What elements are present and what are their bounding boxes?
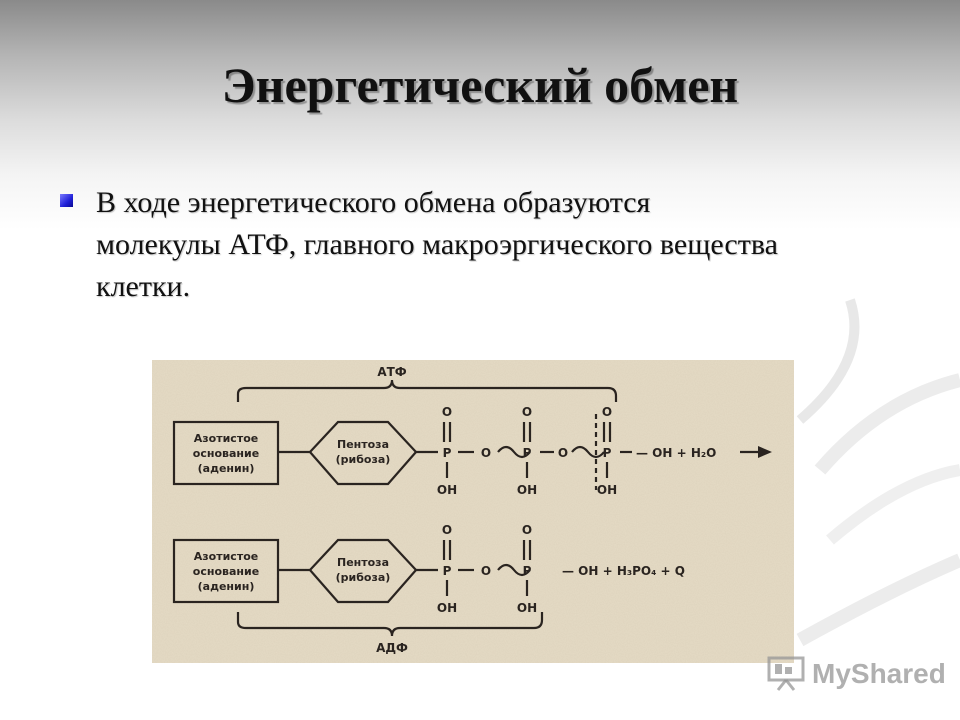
oxygen-label: O <box>522 405 532 419</box>
oxygen-label: O <box>442 405 452 419</box>
slide-title: Энергетический обмен <box>221 57 739 113</box>
sugar-line-1: Пентоза <box>337 556 389 569</box>
base-line-1: Азотистое <box>194 550 258 563</box>
oxygen-label: O <box>522 523 532 537</box>
reaction-tail-adp: — OH + H₃PO₄ + Q <box>562 564 685 578</box>
hydroxyl-label: OH <box>437 601 457 615</box>
adp-brace <box>236 612 544 637</box>
sugar-line-1: Пентоза <box>337 438 389 451</box>
base-line-2: основание <box>193 565 259 578</box>
phosphorus-label: P <box>603 446 612 460</box>
bridge-oxygen: O <box>558 446 568 460</box>
phosphorus-label: P <box>443 446 452 460</box>
phosphorus-label: P <box>523 446 532 460</box>
watermark: MyShared <box>766 652 946 702</box>
bullet-square-icon <box>60 194 73 207</box>
sugar-line-2: (рибоза) <box>336 571 391 584</box>
hydroxyl-label: OH <box>517 601 537 615</box>
base-line-3: (аденин) <box>198 580 255 593</box>
atp-label: АТФ <box>377 365 406 379</box>
phosphorus-label: P <box>523 564 532 578</box>
reaction-tail-atp: — OH + H₂O <box>636 446 716 460</box>
base-line-2: основание <box>193 447 259 460</box>
projector-screen-icon <box>767 656 805 691</box>
hydroxyl-label: OH <box>597 483 617 497</box>
bridge-oxygen: O <box>481 564 491 578</box>
atp-adp-diagram: АТФ АДФ Азотистое основание (аденин) Пен… <box>152 360 794 663</box>
bullet-item: В ходе энергетического обмена образуются… <box>60 182 780 308</box>
oxygen-label: O <box>602 405 612 419</box>
atp-brace <box>236 379 618 402</box>
bullet-text: В ходе энергетического обмена образуются… <box>96 186 778 303</box>
sugar-line-2: (рибоза) <box>336 453 391 466</box>
bridge-oxygen: O <box>481 446 491 460</box>
base-line-1: Азотистое <box>194 432 258 445</box>
base-line-3: (аденин) <box>198 462 255 475</box>
watermark-text: MyShared <box>812 658 946 689</box>
oxygen-label: O <box>442 523 452 537</box>
phosphorus-label: P <box>443 564 452 578</box>
hydroxyl-label: OH <box>437 483 457 497</box>
adp-label: АДФ <box>376 641 408 655</box>
hydroxyl-label: OH <box>517 483 537 497</box>
